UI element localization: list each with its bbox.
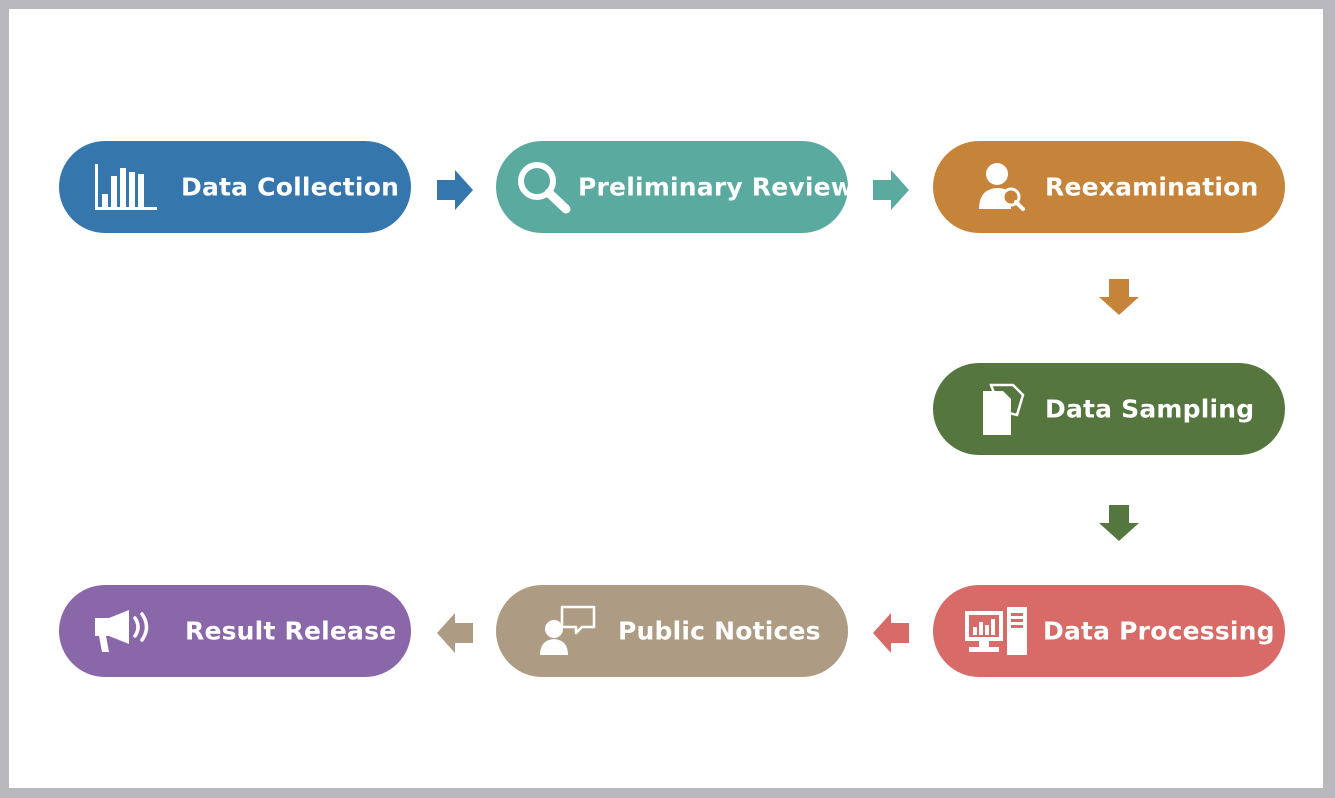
step-label: Reexamination (1045, 172, 1259, 202)
step-label: Data Processing (1043, 616, 1275, 646)
step-preliminary-review: Preliminary Review (496, 141, 854, 233)
step-public-notices: Public Notices (496, 585, 848, 677)
magnifier-icon (518, 162, 571, 214)
computer-icon (965, 607, 1027, 655)
arrow-right-icon (437, 170, 473, 210)
documents-icon (983, 383, 1025, 435)
speaker-user-icon (540, 605, 596, 655)
step-label: Public Notices (618, 616, 821, 646)
step-result-release: Result Release (59, 585, 411, 677)
step-label: Data Sampling (1045, 394, 1255, 424)
user-search-icon (979, 163, 1025, 211)
step-label: Result Release (185, 616, 397, 646)
diagram-canvas: Data Collection Preliminary Review Reexa… (9, 9, 1323, 788)
arrow-left-icon (437, 613, 473, 653)
arrow-down-icon (1099, 279, 1139, 315)
arrow-right-icon (873, 170, 909, 210)
step-data-sampling: Data Sampling (933, 363, 1285, 455)
step-data-processing: Data Processing (933, 585, 1285, 677)
step-label: Preliminary Review (578, 172, 855, 202)
step-data-collection: Data Collection (59, 141, 411, 233)
step-reexamination: Reexamination (933, 141, 1285, 233)
arrow-left-icon (873, 613, 909, 653)
bar-chart-icon (95, 164, 157, 210)
arrow-down-icon (1099, 505, 1139, 541)
step-label: Data Collection (181, 172, 400, 202)
megaphone-icon (95, 610, 149, 652)
